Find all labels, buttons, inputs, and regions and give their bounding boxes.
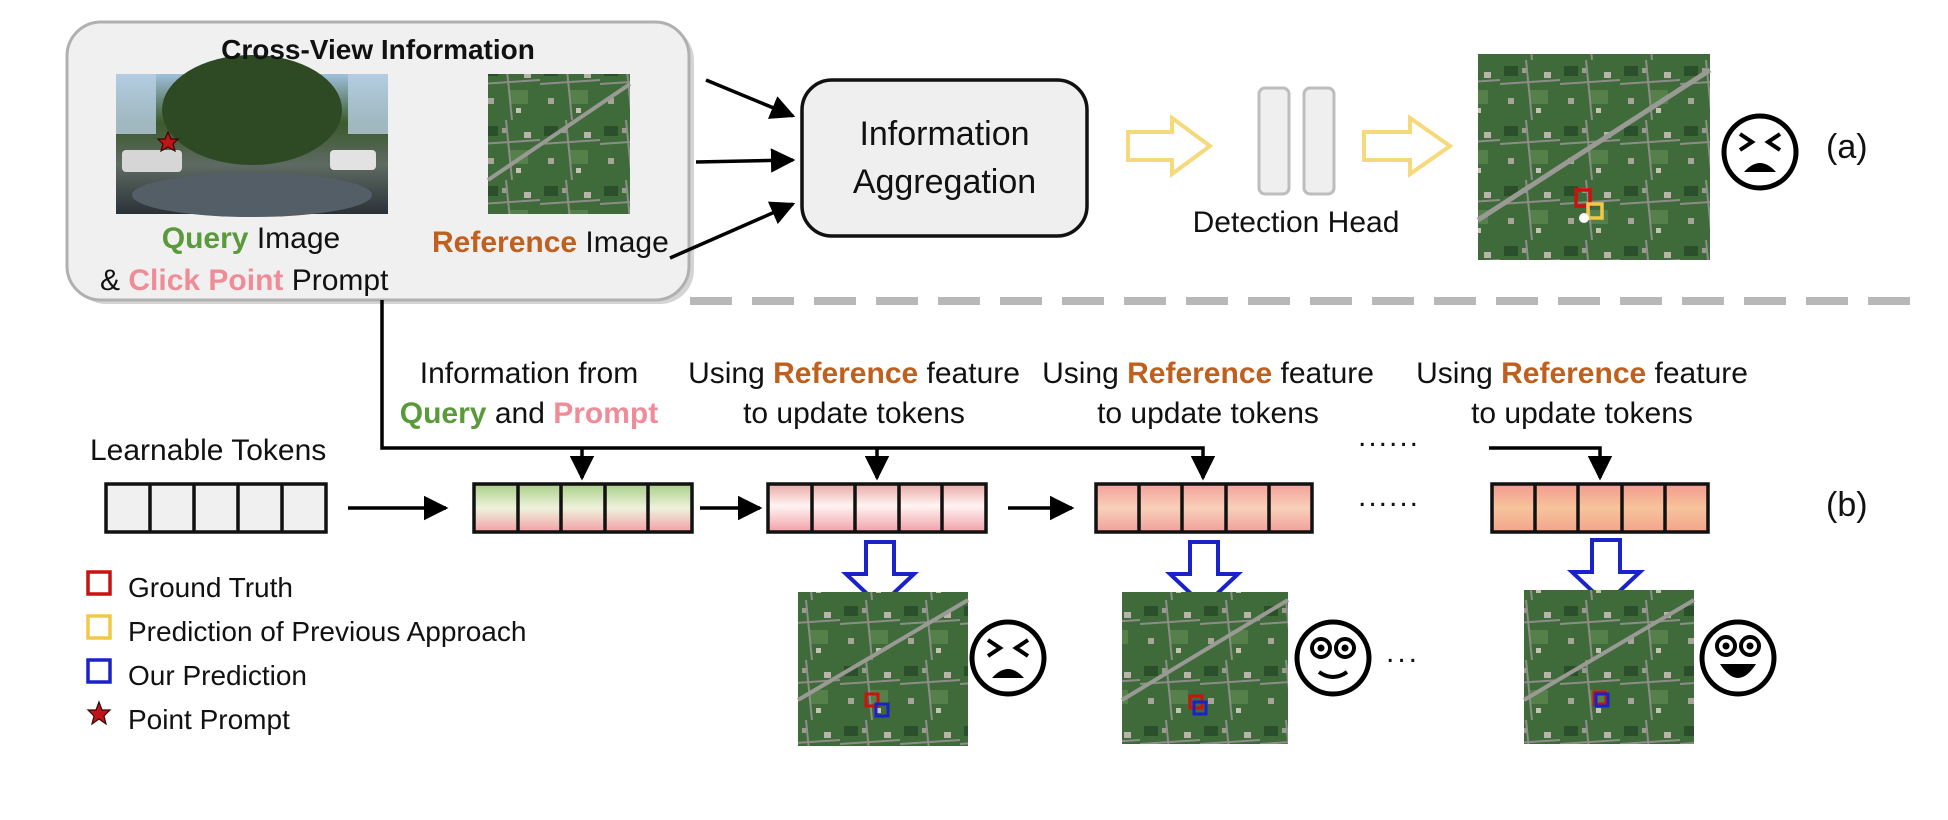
learnable-tokens-label: Learnable Tokens <box>90 434 327 467</box>
reference-word: Reference <box>432 226 578 259</box>
query-word: Query <box>161 222 249 255</box>
step3-using-word: Using <box>1042 357 1119 390</box>
result-satellite-image-a <box>1476 54 1712 260</box>
step3-reference-word: Reference <box>1127 357 1273 390</box>
legend-previous: Prediction of Previous Approach <box>128 616 527 647</box>
star-icon <box>156 130 180 153</box>
legend: Ground Truth Prediction of Previous Appr… <box>128 566 526 742</box>
blue-down-arrow-2 <box>1164 540 1244 609</box>
aggregation-box <box>800 78 1089 238</box>
result-satellite-image-b1 <box>796 592 970 746</box>
step3-line-1: Using Reference feature <box>1026 354 1390 394</box>
detection-head-label: Detection Head <box>1192 206 1400 239</box>
ellipsis-mid: ...... <box>1358 480 1421 513</box>
step1-prompt-word: Prompt <box>553 397 659 430</box>
step1-line-2: Query and Prompt <box>394 394 664 434</box>
legend-ground-truth-swatch <box>86 570 112 596</box>
step3-line-2: to update tokens <box>1097 397 1319 430</box>
aggregation-line-1: Information <box>859 115 1030 153</box>
step2-using-word: Using <box>688 357 765 390</box>
token-strip-4 <box>1490 482 1710 534</box>
panel-label-b: (b) <box>1826 486 1868 524</box>
amp: & <box>100 264 121 297</box>
arrow-to-aggregation-1 <box>705 78 796 119</box>
step1-and-word: and <box>494 397 545 430</box>
detection-head-bar-1 <box>1257 86 1291 196</box>
token-strip-2 <box>766 482 988 534</box>
ellipsis-top: ...... <box>1358 420 1421 453</box>
step2-feature-word: feature <box>926 357 1020 390</box>
legend-ground-truth: Ground Truth <box>128 572 293 603</box>
step2-caption: Using Reference feature to update tokens <box>672 354 1036 434</box>
result-satellite-image-b2 <box>1120 592 1290 744</box>
aggregation-line-2: Aggregation <box>852 163 1037 201</box>
blue-down-arrow-1 <box>840 540 920 609</box>
legend-previous-swatch <box>86 614 112 640</box>
legend-point-prompt: Point Prompt <box>128 704 290 735</box>
aggregation-label: Information Aggregation <box>802 110 1087 206</box>
step2-line-1: Using Reference feature <box>672 354 1036 394</box>
step1-caption: Information from Query and Prompt <box>394 354 664 434</box>
grinning-face-icon <box>1699 619 1777 697</box>
smiling-face-icon <box>1294 619 1372 697</box>
click-point-word: Click Point <box>128 264 284 297</box>
cross-view-title: Cross-View Information <box>221 34 535 65</box>
step1-query-word: Query <box>399 397 487 430</box>
prompt-word: Prompt <box>291 264 389 297</box>
blue-down-arrow-3 <box>1566 538 1646 607</box>
detection-head-bar-2 <box>1302 86 1336 196</box>
step4-line-1: Using Reference feature <box>1400 354 1764 394</box>
arrow-to-aggregation-2 <box>695 148 796 173</box>
step4-using-word: Using <box>1416 357 1493 390</box>
step4-line-2: to update tokens <box>1471 397 1693 430</box>
legend-ours-swatch <box>86 658 112 684</box>
step3-feature-word: feature <box>1280 357 1374 390</box>
yellow-arrow-2 <box>1362 114 1454 178</box>
arrow-to-aggregation-3 <box>669 201 796 260</box>
legend-ours: Our Prediction <box>128 660 307 691</box>
step3-caption: Using Reference feature to update tokens <box>1026 354 1390 434</box>
reference-satellite-image <box>488 74 630 214</box>
tired-face-icon <box>1721 113 1799 191</box>
step4-reference-word: Reference <box>1501 357 1647 390</box>
prompt-flow-line <box>380 300 1216 481</box>
step1-line-1: Information from <box>419 357 639 390</box>
yellow-arrow-1 <box>1126 114 1214 178</box>
step2-reference-word: Reference <box>773 357 919 390</box>
reference-image-label: Reference Image <box>432 226 692 260</box>
click-prompt-label: & Click Point Prompt <box>100 264 410 298</box>
step4-caption: Using Reference feature to update tokens <box>1400 354 1764 434</box>
tired-face-icon-b <box>969 619 1047 697</box>
drop-arrow-4 <box>1489 446 1613 481</box>
reference-image-word: Image <box>585 226 669 259</box>
street-panorama-image <box>116 55 388 217</box>
learnable-tokens-strip <box>104 482 328 534</box>
step2-line-2: to update tokens <box>743 397 965 430</box>
result-satellite-image-b3 <box>1522 590 1696 744</box>
query-image-label: Query Image <box>120 222 382 256</box>
ellipsis-small: ... <box>1386 636 1421 669</box>
token-strip-1 <box>472 482 694 534</box>
legend-star-icon <box>86 700 112 726</box>
image-word: Image <box>256 222 341 255</box>
token-strip-3 <box>1094 482 1314 534</box>
panel-label-a: (a) <box>1826 128 1868 166</box>
step4-feature-word: feature <box>1654 357 1748 390</box>
